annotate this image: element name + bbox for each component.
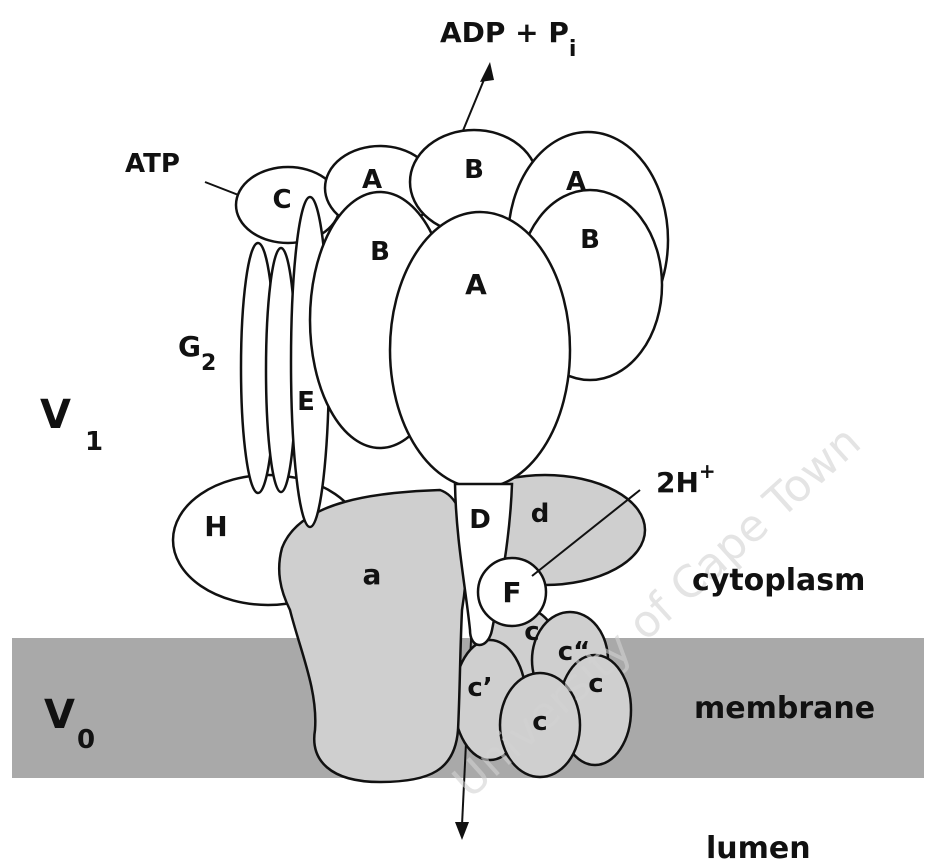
label-v1: V1 [40, 392, 103, 457]
label-g2: G2 [178, 330, 216, 376]
label-proton-text: 2H [656, 466, 699, 499]
label-v1-text: V [40, 392, 71, 438]
label-c-prime: c’ [467, 673, 492, 703]
label-adp-text: ADP + P [440, 16, 569, 49]
label-g2-text: G [178, 330, 201, 363]
label-adp-subscript: i [569, 37, 577, 62]
label-a: a [363, 558, 382, 591]
label-v0-text: V [44, 692, 75, 738]
label-B-top: B [464, 155, 484, 185]
label-lumen: lumen [706, 831, 811, 864]
label-proton-superscript: + [699, 459, 716, 483]
label-g2-subscript: 2 [201, 351, 216, 376]
label-proton: 2H+ [656, 459, 716, 499]
label-c-dblprime: c“ [558, 637, 591, 667]
label-H: H [204, 510, 227, 543]
label-v1-subscript: 1 [85, 427, 103, 457]
proton-arrowhead [455, 822, 469, 840]
label-membrane: membrane [694, 691, 875, 726]
label-A-right: A [566, 167, 586, 197]
subunit-A-center [390, 212, 570, 488]
label-c-bottom: c [532, 707, 547, 737]
label-D: D [469, 505, 491, 535]
label-c-right: c [588, 669, 603, 699]
label-E: E [297, 387, 315, 417]
label-A-center: A [465, 268, 487, 301]
adp-arrowhead [480, 62, 494, 82]
label-B-right: B [580, 225, 600, 255]
label-v0-subscript: 0 [77, 725, 95, 755]
label-cytoplasm: cytoplasm [692, 563, 865, 598]
label-atp: ATP [125, 149, 180, 179]
label-B-left: B [370, 237, 390, 267]
label-adp-pi: ADP + Pi [440, 16, 576, 62]
label-d: d [531, 499, 550, 529]
label-c-top: c [524, 617, 539, 647]
label-C: C [272, 185, 291, 215]
label-A-left: A [362, 165, 382, 195]
label-F: F [502, 576, 521, 609]
